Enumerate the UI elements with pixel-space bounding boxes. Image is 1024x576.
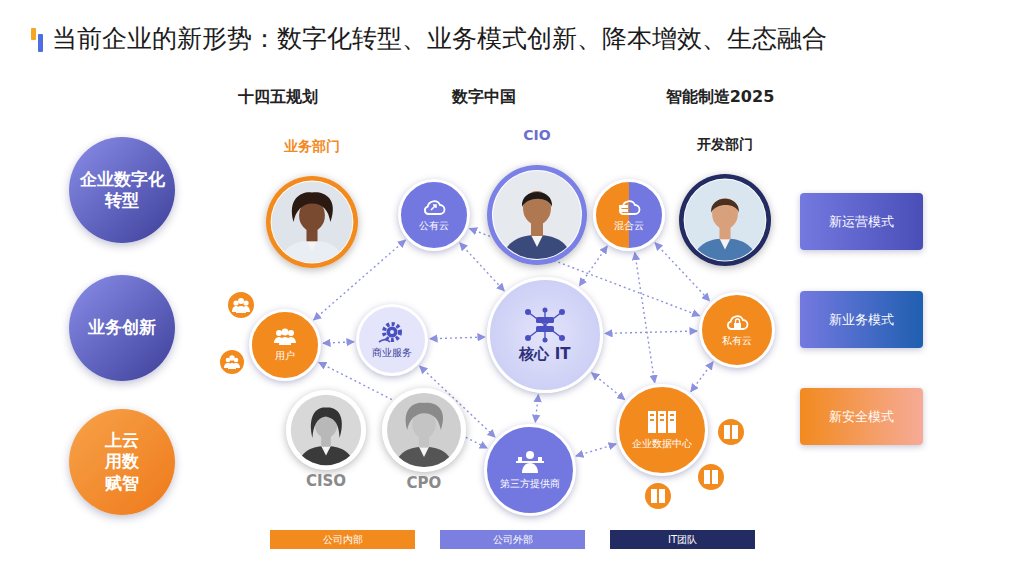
legend-text: 公司内部 (323, 533, 363, 547)
legend-swatch: 公司内部 (270, 530, 415, 549)
mode-box: 新运营模式 (800, 193, 923, 250)
dotted-connector (605, 331, 697, 333)
dotted-connector (592, 373, 625, 400)
person-photo: 业务部门 (266, 176, 358, 268)
legend-swatch: IT团队 (610, 530, 755, 549)
role-label: CPO (354, 474, 494, 492)
title-text: 当前企业的新形势：数字化转型、业务模式创新、降本增效、生态融合 (52, 22, 827, 55)
dotted-connector (635, 253, 655, 383)
user-icons (219, 291, 255, 375)
dotted-connector (460, 243, 505, 291)
cloud-circle: 公有云 (398, 179, 470, 251)
legend-text: IT团队 (668, 533, 697, 547)
dotted-connector (576, 444, 616, 456)
node-label: 公有云 (419, 219, 449, 233)
section-label: 智能制造2025 (610, 87, 830, 108)
node-label: 混合云 (614, 219, 644, 233)
role-label: 开发部门 (655, 136, 795, 154)
section-label: 十四五规划 (168, 87, 388, 108)
person-photo: CPO (382, 388, 466, 472)
node-label: 业务创新 (79, 317, 165, 338)
node-label: 私有云 (722, 334, 752, 348)
legend-swatch: 公司外部 (440, 530, 585, 549)
user-circle: 用户 (249, 309, 321, 381)
node-icon (271, 327, 299, 347)
goal-circle: 上云 用数 赋智 (69, 409, 175, 515)
mode-box: 新安全模式 (800, 388, 923, 445)
node-label: 第三方提供商 (500, 477, 560, 491)
datacenter-circle: 企业数据中心 (616, 384, 708, 476)
person-photo: CIO (487, 165, 587, 265)
node-icon (522, 307, 568, 343)
goal-circle: 业务创新 (69, 275, 175, 381)
legend-text: 公司外部 (493, 533, 533, 547)
role-label: 业务部门 (242, 138, 382, 156)
node-label: 企业数字化转型 (79, 169, 165, 212)
person-photo: 开发部门 (679, 174, 771, 266)
person-photo: CISO (286, 390, 366, 470)
role-label: CIO (467, 127, 607, 143)
node-icon (723, 312, 751, 332)
node-label: 新业务模式 (829, 311, 894, 329)
node-label: 企业数据中心 (632, 437, 692, 451)
title-accent (31, 28, 36, 40)
node-icon (377, 320, 407, 344)
node-label: 用户 (275, 349, 295, 363)
service-circle: 商业服务 (356, 304, 428, 376)
node-label: 新运营模式 (829, 213, 894, 231)
core-circle: 核心 IT (487, 277, 603, 393)
cloud-circle: 私有云 (699, 292, 775, 368)
dotted-connector (691, 362, 713, 392)
node-label: 上云 用数 赋智 (102, 430, 142, 494)
node-icon (615, 197, 643, 217)
cloud-circle: 混合云 (593, 179, 665, 251)
dotted-connector (579, 246, 607, 286)
node-label: 核心 IT (519, 345, 570, 364)
role-label: CISO (256, 472, 396, 490)
node-icon (645, 409, 679, 435)
provider-circle: 第三方提供商 (484, 424, 576, 516)
dotted-connector (323, 342, 354, 343)
title-accent (38, 34, 43, 52)
node-icon (514, 449, 546, 475)
node-label: 商业服务 (372, 346, 412, 360)
dotted-connector (535, 395, 538, 423)
section-label: 数字中国 (374, 87, 594, 108)
node-label: 新安全模式 (829, 408, 894, 426)
dotted-connector (430, 337, 485, 339)
goal-circle: 企业数字化转型 (69, 137, 175, 243)
node-icon (420, 197, 448, 217)
mode-box: 新业务模式 (800, 291, 923, 348)
